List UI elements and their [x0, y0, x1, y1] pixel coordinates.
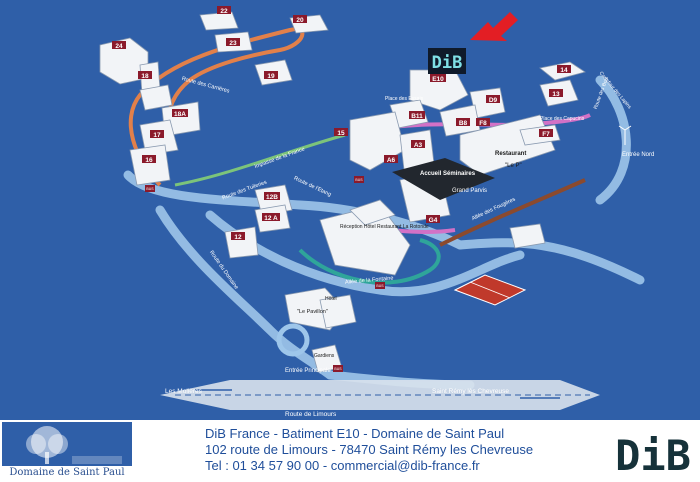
- tag-19: 19: [267, 73, 275, 80]
- tennis-court: [453, 274, 527, 306]
- bus-stops: BUS BUS BUS BUS: [145, 176, 385, 372]
- buildings: [99, 11, 586, 373]
- tag-12b: 12B: [266, 194, 278, 201]
- tag-20: 20: [296, 17, 304, 24]
- allee-fougeres-path: [439, 178, 586, 247]
- label-restaurant-sign: "Le P": [505, 163, 522, 169]
- label-les-molieres: Les Molières: [165, 388, 203, 395]
- address-line-1: DiB France - Batiment E10 - Domaine de S…: [205, 426, 505, 441]
- tag-12a: 12 A: [264, 215, 278, 222]
- label-reception: Réception Hôtel Restaurant La Rotonde: [340, 224, 429, 230]
- label-accueil: Accueil Séminaires: [420, 171, 476, 177]
- domaine-caption: Domaine de Saint Paul: [2, 466, 132, 480]
- tag-18a: 18A: [174, 111, 186, 118]
- tag-18: 18: [141, 73, 149, 80]
- label-place-capucins: Place des Capucins: [540, 116, 585, 122]
- domaine-logo: Domaine de Saint Paul: [2, 422, 132, 480]
- tag-g4: G4: [429, 217, 438, 224]
- label-entree-nord: Entrée Nord: [622, 152, 654, 158]
- label-grand-parvis: Grand Parvis: [452, 188, 487, 194]
- tag-12: 12: [234, 234, 242, 241]
- roundabout: [276, 323, 310, 357]
- label-saint-remy: Saint Rémy lès Chevreuse: [432, 388, 509, 395]
- label-allee-fontaine: Allée de la Fontaine: [345, 276, 394, 286]
- tree-icon: [2, 422, 132, 466]
- red-arrow-icon: [470, 12, 518, 41]
- tag-a3: A3: [414, 142, 423, 149]
- tag-b8: B8: [459, 120, 468, 127]
- building-tags: 24 22 23 20 18 19 18A 17 16 15 14 13 12B…: [112, 6, 571, 241]
- bus-stop-2: BUS: [355, 178, 363, 182]
- address-block: DiB France - Batiment E10 - Domaine de S…: [205, 426, 533, 474]
- tag-14: 14: [560, 67, 568, 74]
- address-line-2: 102 route de Limours - 78470 Saint Rémy …: [205, 442, 534, 457]
- tag-24: 24: [115, 43, 123, 50]
- tag-17: 17: [153, 132, 161, 139]
- label-gardiens: Gardiens: [314, 353, 335, 359]
- dib-logo: DiB: [615, 424, 691, 478]
- grand-parvis-area: [392, 158, 495, 200]
- teal-loop-path: [298, 238, 441, 285]
- label-entree-principale: Entrée Principale: [285, 368, 331, 374]
- impasse-france-path: [174, 133, 346, 187]
- tag-f8: F8: [479, 120, 487, 127]
- dib-sign: DiB: [428, 48, 466, 74]
- tag-23: 23: [229, 40, 237, 47]
- tag-22: 22: [220, 8, 228, 15]
- dib-sign-text: DiB: [432, 53, 463, 73]
- windmill-icon: [618, 125, 632, 145]
- footer: Domaine de Saint Paul DiB France - Batim…: [0, 420, 700, 482]
- tag-e10: E10: [432, 76, 444, 83]
- label-route-limours: Route de Limours: [285, 411, 337, 418]
- tag-15: 15: [337, 130, 345, 137]
- route-limours-band: [160, 380, 600, 410]
- bus-stop-4: BUS: [334, 367, 342, 371]
- bus-stop-1: BUS: [146, 187, 154, 191]
- label-place-essais: Place des Essais: [385, 96, 424, 102]
- tag-13: 13: [552, 91, 560, 98]
- dib-logo-text: DiB: [615, 431, 691, 478]
- tag-b11: B11: [411, 113, 423, 120]
- label-hotel: Hôtel: [325, 296, 337, 302]
- label-pavillon: "Le Pavillon": [297, 309, 328, 315]
- tag-f7: F7: [542, 131, 550, 138]
- label-restaurant: Restaurant: [495, 151, 526, 157]
- tag-d9: D9: [489, 97, 498, 104]
- bus-stop-3: BUS: [376, 284, 384, 288]
- contact-line: Tel : 01 34 57 90 00 - commercial@dib-fr…: [205, 458, 480, 473]
- campus-map: 24 22 23 20 18 19 18A 17 16 15 14 13 12B…: [0, 0, 700, 420]
- tag-a6: A6: [387, 157, 396, 164]
- tag-16: 16: [145, 157, 153, 164]
